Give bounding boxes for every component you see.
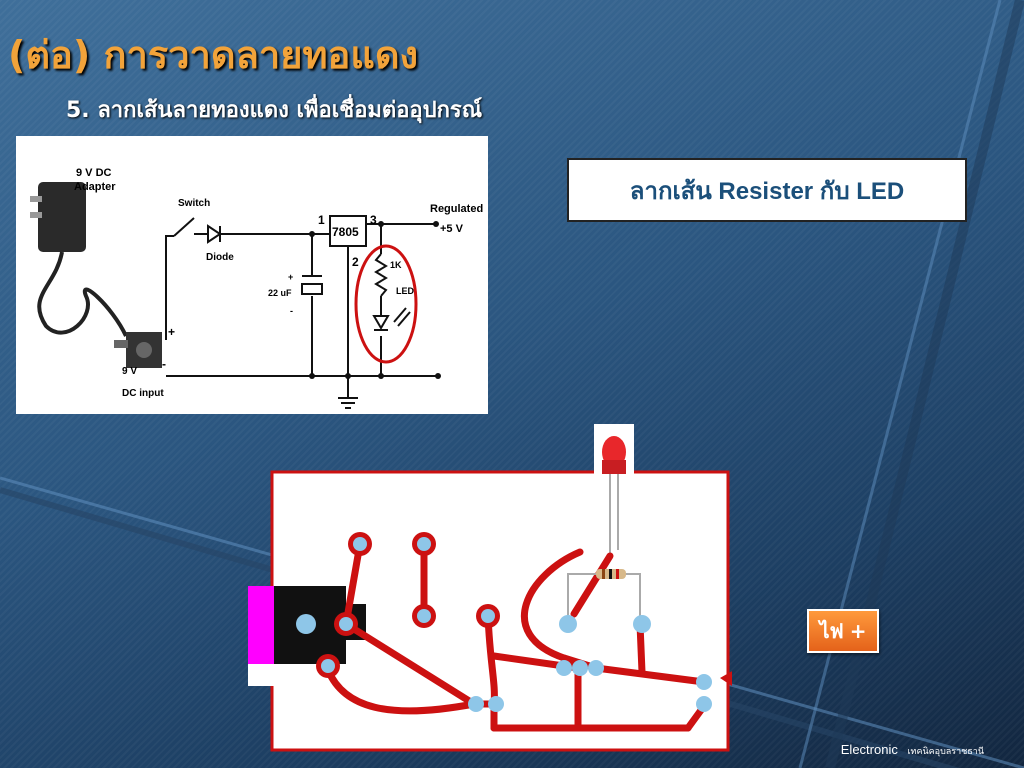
pad[interactable]: [296, 614, 316, 634]
input-label-1: 9 V: [122, 366, 137, 377]
pad[interactable]: [488, 696, 504, 712]
output-label-1: Regulated: [430, 203, 483, 215]
schematic-wires: [165, 217, 438, 409]
cap-label: 22 uF: [268, 288, 292, 298]
led-symbol: [372, 307, 411, 331]
input-plus: +: [168, 325, 175, 339]
pin2-label: 2: [352, 255, 359, 269]
resistor-symbol: [374, 253, 388, 297]
pad[interactable]: [412, 532, 436, 556]
led-component[interactable]: [594, 424, 634, 556]
pad[interactable]: [412, 604, 436, 628]
pad[interactable]: [334, 612, 358, 636]
pad[interactable]: [588, 660, 604, 676]
input-minus: -: [162, 357, 166, 371]
pcb-layout: [248, 424, 854, 752]
power-plus-button[interactable]: ไฟ +: [807, 609, 879, 653]
diode-symbol: [207, 224, 222, 244]
slide-subtitle: 5. ลากเส้นลายทองแดง เพื่อเชื่อมต่ออุปกรณ…: [66, 98, 483, 123]
resistor-component[interactable]: [567, 569, 641, 622]
pad[interactable]: [316, 654, 340, 678]
pad[interactable]: [696, 674, 712, 690]
regulator-box: [329, 215, 367, 247]
pin1-label: 1: [318, 213, 325, 227]
footer: Electronic เทคนิคอุบลราชธานี: [841, 742, 984, 758]
footer-small: เทคนิคอุบลราชธานี: [907, 746, 984, 756]
switch-label: Switch: [178, 198, 210, 209]
regulator-label: 7805: [332, 225, 359, 239]
pad[interactable]: [348, 532, 372, 556]
adapter-label-2: Adapter: [74, 181, 116, 193]
led-label: LED: [396, 286, 415, 296]
adapter-icon: [30, 182, 128, 337]
highlight-circle: [354, 244, 418, 364]
solder-pads[interactable]: [296, 532, 712, 712]
pin3-label: 3: [370, 213, 377, 227]
input-label-2: DC input: [122, 388, 164, 399]
resistor-label: 1K: [390, 260, 402, 270]
capacitor-symbol: [301, 275, 323, 295]
junction-dots: [309, 221, 441, 379]
pad[interactable]: [468, 696, 484, 712]
output-label-2: +5 V: [440, 223, 464, 235]
diode-label: Diode: [206, 252, 234, 263]
pad[interactable]: [572, 660, 588, 676]
footer-text: Electronic: [840, 742, 898, 757]
pad[interactable]: [559, 615, 577, 633]
power-button-label: ไฟ: [819, 619, 844, 643]
plus-icon: +: [849, 619, 867, 643]
instruction-callout: ลากเส้น Resister กับ LED: [567, 158, 967, 222]
cap-plus: +: [288, 272, 293, 282]
cap-minus: -: [290, 306, 293, 316]
slide-title: (ต่อ) การวาดลายทอแดง: [8, 33, 419, 77]
dc-jack-icon: [114, 332, 162, 368]
pad[interactable]: [556, 660, 572, 676]
circuit-schematic: 9 V DC Adapter 9 V DC input + -: [16, 136, 488, 414]
adapter-label-1: 9 V DC: [76, 167, 112, 179]
pad[interactable]: [633, 615, 651, 633]
pad[interactable]: [476, 604, 500, 628]
pad[interactable]: [696, 696, 712, 712]
